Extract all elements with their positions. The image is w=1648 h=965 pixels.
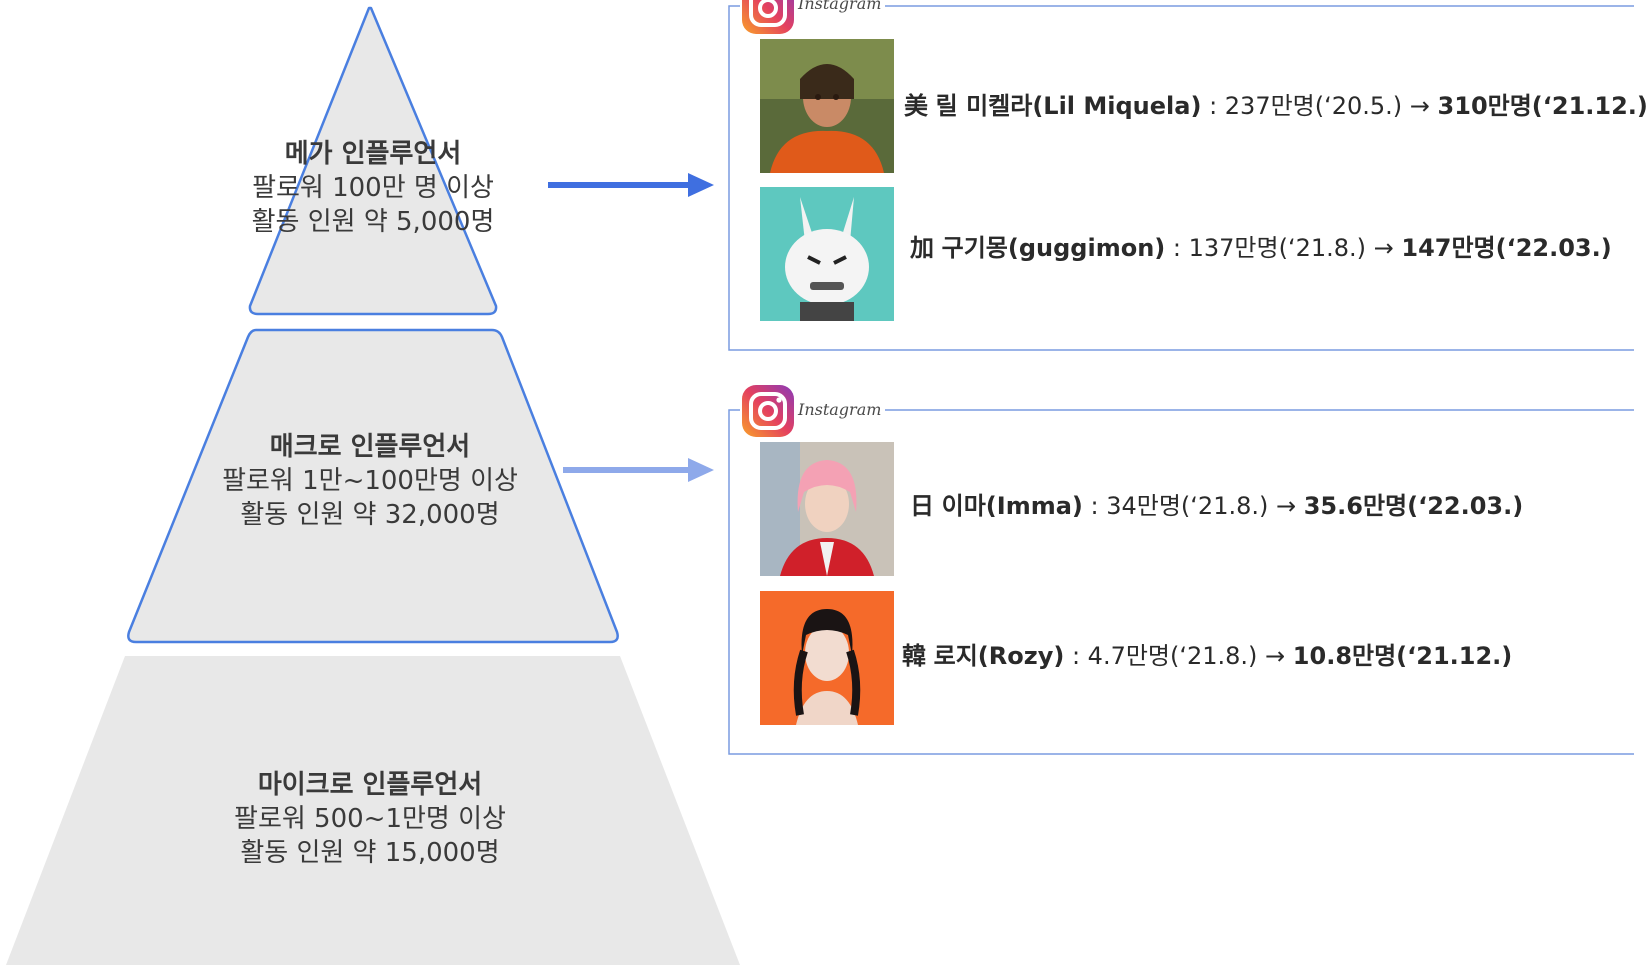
tier-name: 마이크로 인플루언서: [257, 770, 483, 800]
instagram-label: Instagram: [796, 0, 886, 14]
country-badge: 美: [904, 92, 928, 120]
follower-current: 35.6만명(‘22.03.): [1303, 492, 1524, 520]
tier-name: 메가 인플루언서: [284, 139, 462, 169]
tier-name: 매크로 인플루언서: [269, 432, 471, 462]
country-badge: 加: [910, 234, 934, 262]
influencer-box-mega: [728, 5, 1634, 351]
avatar-lil-miquela: [760, 39, 894, 173]
influencer-name: 릴 미켈라(Lil Miquela): [935, 92, 1202, 120]
influencer-row-lil-miquela: 美 릴 미켈라(Lil Miquela) : 237만명(‘20.5.) → 3…: [904, 90, 1648, 122]
influencer-name: 구기몽(guggimon): [941, 234, 1166, 262]
country-badge: 韓: [902, 642, 926, 670]
tier-followers: 팔로워 100만 명 이상: [252, 173, 494, 203]
tier-followers: 팔로워 500~1만명 이상: [234, 804, 506, 834]
follower-change: : 4.7만명(‘21.8.) →: [1064, 642, 1293, 670]
country-badge: 日: [910, 492, 934, 520]
tier-followers: 팔로워 1만~100만명 이상: [222, 466, 518, 496]
tier-micro-shape: [6, 656, 740, 965]
influencer-row-rozy: 韓 로지(Rozy) : 4.7만명(‘21.8.) → 10.8만명(‘21.…: [902, 640, 1512, 672]
tier-macro-text: 매크로 인플루언서 팔로워 1만~100만명 이상 활동 인원 약 32,000…: [200, 430, 540, 532]
follower-current: 10.8만명(‘21.12.): [1292, 642, 1513, 670]
tier-mega-text: 메가 인플루언서 팔로워 100만 명 이상 활동 인원 약 5,000명: [213, 137, 533, 239]
tier-members: 활동 인원 약 32,000명: [240, 500, 500, 530]
tier-mega-shape: [248, 6, 498, 316]
follower-current: 147만명(‘22.03.): [1401, 234, 1612, 262]
tier-micro-text: 마이크로 인플루언서 팔로워 500~1만명 이상 활동 인원 약 15,000…: [200, 768, 540, 870]
avatar-rozy: [760, 591, 894, 725]
avatar-imma: [760, 442, 894, 576]
influencer-box-macro: [728, 409, 1634, 755]
avatar-guggimon: [760, 187, 894, 321]
arrow-right-icon: [548, 173, 714, 197]
follower-current: 310만명(‘21.12.): [1437, 92, 1648, 120]
instagram-label: Instagram: [796, 400, 886, 420]
arrow-right-icon: [563, 458, 714, 482]
instagram-logo-icon: [742, 0, 794, 34]
influencer-name: 이마(Imma): [941, 492, 1083, 520]
tier-macro-shape: [127, 328, 619, 644]
follower-change: : 137만명(‘21.8.) →: [1165, 234, 1402, 262]
follower-change: : 34만명(‘21.8.) →: [1082, 492, 1304, 520]
influencer-row-imma: 日 이마(Imma) : 34만명(‘21.8.) → 35.6만명(‘22.0…: [910, 490, 1523, 522]
instagram-logo-icon: [742, 385, 794, 437]
tier-members: 활동 인원 약 15,000명: [240, 838, 500, 868]
influencer-name: 로지(Rozy): [933, 642, 1065, 670]
influencer-row-guggimon: 加 구기몽(guggimon) : 137만명(‘21.8.) → 147만명(…: [910, 232, 1612, 264]
follower-change: : 237만명(‘20.5.) →: [1201, 92, 1438, 120]
tier-members: 활동 인원 약 5,000명: [251, 207, 495, 237]
